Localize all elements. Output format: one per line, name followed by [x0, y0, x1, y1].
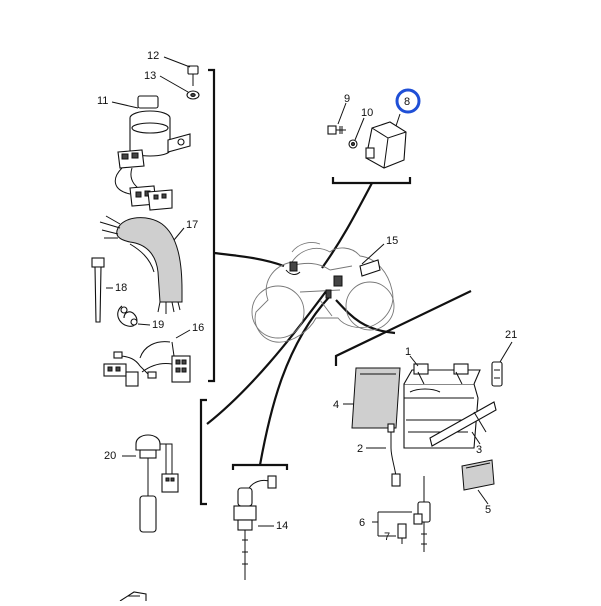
callout-16: 16: [192, 322, 204, 334]
part-10-washer: 10: [348, 107, 373, 149]
callout-13: 13: [144, 70, 156, 82]
callout-7: 7: [384, 531, 390, 543]
callout-12: 12: [147, 50, 159, 62]
callout-2: 2: [357, 443, 363, 455]
callout-19: 19: [152, 319, 164, 331]
part-2-lead: 2: [357, 423, 401, 487]
part-8-relay: 8: [365, 88, 421, 169]
part-5-block: 5: [461, 459, 495, 516]
callout-11: 11: [97, 95, 108, 107]
motorcycle-silhouette: [251, 241, 395, 343]
callout-21: 21: [505, 329, 517, 341]
part-15-bracket: 15: [359, 235, 398, 277]
group-brackets: [199, 68, 472, 506]
callout-14: 14: [276, 520, 288, 532]
part-20-sender: 20: [104, 434, 179, 533]
part-6-sensor: 6: [359, 476, 431, 552]
part-14-sensor: 14: [233, 475, 288, 580]
part-4-pad: 4: [333, 367, 401, 429]
part-19-clamp: 19: [117, 305, 164, 331]
part-18-cable-tie: 18: [91, 257, 127, 323]
callout-17: 17: [186, 219, 198, 231]
highlight-ring: [395, 88, 421, 114]
callout-9: 9: [344, 93, 350, 105]
callout-18: 18: [115, 282, 127, 294]
part-13-washer: 13: [144, 70, 200, 100]
callout-1: 1: [405, 346, 411, 358]
callout-8: 8: [404, 96, 410, 108]
part-7-plug: 7: [378, 523, 407, 544]
callout-5: 5: [485, 504, 491, 516]
callout-6: 6: [359, 517, 365, 529]
callout-4: 4: [333, 399, 339, 411]
part-partial-bottom: [119, 591, 147, 602]
part-1-battery: 1: [403, 346, 481, 449]
part-21-fuse: 21: [491, 329, 517, 387]
part-16-sub-harness: 16: [103, 322, 204, 387]
callout-10: 10: [361, 107, 373, 119]
callout-3: 3: [476, 444, 482, 456]
part-12-bolt: 12: [147, 50, 199, 86]
part-9-bolt: 9: [327, 93, 350, 135]
part-3-band: 3: [429, 401, 497, 456]
part-11-main-switch: 11: [97, 95, 191, 211]
callout-15: 15: [386, 235, 398, 247]
callout-20: 20: [104, 450, 116, 462]
part-17-harness: 17: [99, 215, 198, 314]
